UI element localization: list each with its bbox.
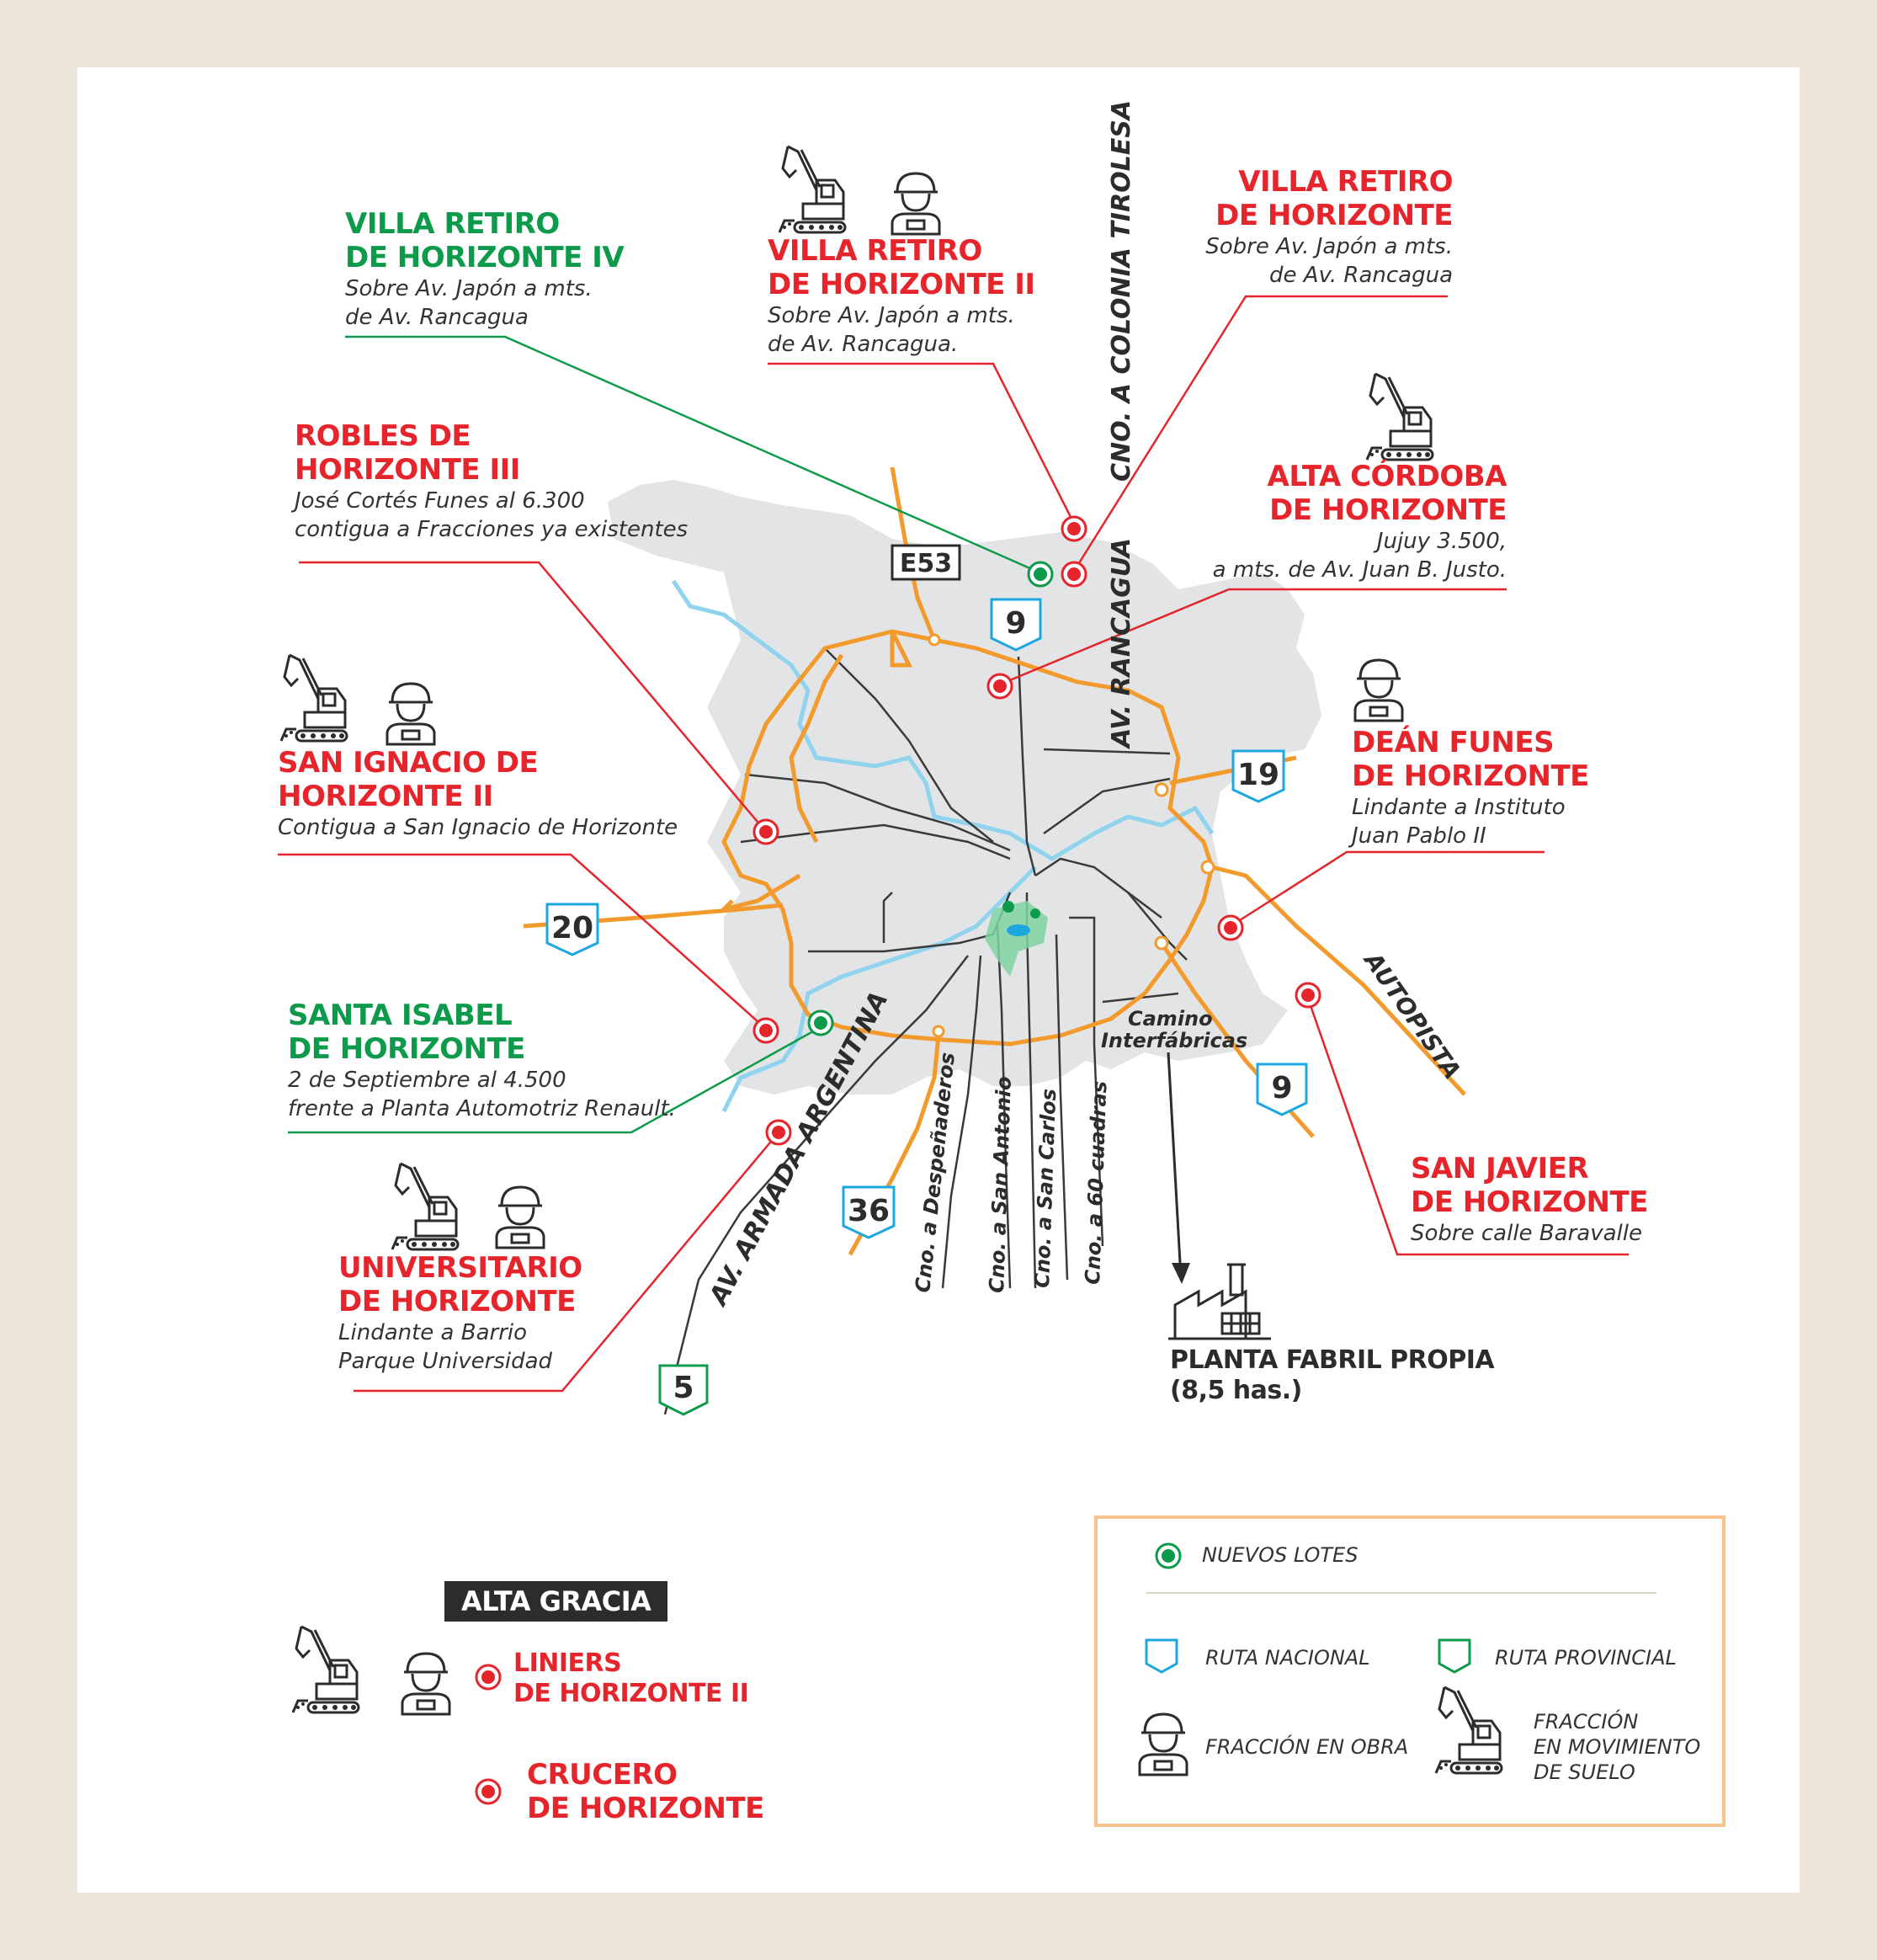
map-markers — [752, 515, 1321, 1146]
marker-green — [1027, 561, 1054, 588]
legend-provincial-shield — [1438, 1638, 1471, 1674]
svg-text:5: 5 — [673, 1371, 694, 1405]
worker-icon — [401, 1652, 451, 1716]
route-19: 19 — [1231, 749, 1285, 803]
legend-box — [1094, 1515, 1725, 1827]
label-dean-funes: DEÁN FUNES DE HORIZONTE Lindante a Insti… — [1352, 726, 1589, 849]
route-9-north: 9 — [990, 598, 1042, 652]
marker-red — [986, 673, 1013, 700]
label-villa-retiro: VILLA RETIRO DE HORIZONTE Sobre Av. Japó… — [1205, 165, 1453, 288]
svg-text:Cno. a 60 cuadras: Cno. a 60 cuadras — [1081, 1080, 1111, 1285]
river — [671, 579, 1215, 861]
svg-text:36: 36 — [848, 1194, 890, 1228]
legend-nacional-shield — [1145, 1638, 1178, 1674]
legend-ruta-nacional: RUTA NACIONAL — [1205, 1646, 1370, 1670]
svg-text:Camino: Camino — [1128, 1007, 1213, 1031]
svg-text:CNO. A COLONIA TIROLESA: CNO. A COLONIA TIROLESA — [1107, 100, 1136, 482]
legend-fraccion-obra: FRACCIÓN EN OBRA — [1205, 1735, 1409, 1759]
route-20: 20 — [545, 903, 599, 956]
river — [721, 865, 1037, 1113]
svg-text:9: 9 — [1271, 1071, 1292, 1105]
svg-text:Cno. a Despeñaderos: Cno. a Despeñaderos — [911, 1052, 960, 1294]
label-santa-isabel: SANTA ISABEL DE HORIZONTE 2 de Septiembr… — [288, 999, 676, 1121]
svg-text:E53: E53 — [900, 549, 952, 578]
svg-text:AUTOPISTA: AUTOPISTA — [1358, 945, 1466, 1084]
park — [985, 901, 1048, 977]
worker-icon — [891, 172, 941, 236]
svg-text:Interfábricas: Interfábricas — [1101, 1029, 1247, 1052]
worker-icon — [495, 1185, 545, 1249]
legend-green-marker — [1155, 1542, 1182, 1569]
route-5: 5 — [658, 1364, 709, 1416]
label-crucero: CRUCERO DE HORIZONTE — [527, 1758, 764, 1825]
marker-red — [475, 1778, 502, 1805]
marker-red — [752, 1017, 779, 1044]
worker-icon — [386, 682, 436, 746]
route-e53: E53 — [891, 544, 961, 581]
excavator-icon — [778, 145, 847, 234]
marker-red — [1061, 515, 1087, 542]
excavator-icon — [291, 1625, 360, 1714]
route-9-south: 9 — [1256, 1063, 1308, 1116]
label-villa-retiro-iv: VILLA RETIRO DE HORIZONTE IV Sobre Av. J… — [345, 207, 625, 330]
city-area — [608, 480, 1321, 1095]
alta-gracia-header: ALTA GRACIA — [444, 1581, 668, 1622]
excavator-icon — [391, 1162, 460, 1251]
factory-icon — [1168, 1263, 1271, 1340]
marker-red — [1217, 914, 1244, 941]
worker-icon — [1353, 658, 1404, 722]
label-alta-cordoba: ALTA CÓRDOBA DE HORIZONTE Jujuy 3.500, a… — [1212, 460, 1507, 583]
legend-nuevos-lotes: NUEVOS LOTES — [1202, 1543, 1359, 1567]
svg-text:19: 19 — [1237, 758, 1279, 792]
marker-red — [1295, 982, 1321, 1009]
marker-red — [475, 1664, 502, 1691]
label-liniers-ii: LINIERS DE HORIZONTE II — [513, 1648, 749, 1708]
legend-ruta-provincial: RUTA PROVINCIAL — [1495, 1646, 1677, 1670]
excavator-icon — [1365, 372, 1434, 461]
label-robles-iii: ROBLES DE HORIZONTE III José Cortés Fune… — [295, 419, 689, 542]
label-san-ignacio-ii: SAN IGNACIO DE HORIZONTE II Contigua a S… — [278, 746, 678, 840]
route-36: 36 — [842, 1185, 896, 1239]
svg-text:Cno. a San Antonio: Cno. a San Antonio — [985, 1076, 1016, 1293]
svg-text:20: 20 — [551, 911, 593, 945]
svg-text:Cno. a San Carlos: Cno. a San Carlos — [1030, 1089, 1061, 1289]
ring-road — [721, 629, 1215, 1047]
marker-green — [807, 1009, 834, 1036]
marker-red — [1061, 561, 1087, 588]
label-san-javier: SAN JAVIER DE HORIZONTE Sobre calle Bara… — [1411, 1152, 1648, 1246]
marker-red — [765, 1119, 792, 1146]
legend-fraccion-movimiento: FRACCIÓN EN MOVIMIENTO DE SUELO — [1534, 1710, 1701, 1784]
label-villa-retiro-ii: VILLA RETIRO DE HORIZONTE II Sobre Av. J… — [768, 234, 1035, 357]
label-planta-fabril: PLANTA FABRIL PROPIA (8,5 has.) — [1170, 1345, 1495, 1405]
label-universitario: UNIVERSITARIO DE HORIZONTE Lindante a Ba… — [338, 1251, 582, 1374]
svg-text:9: 9 — [1005, 606, 1026, 641]
svg-text:AV. RANCAGUA: AV. RANCAGUA — [1107, 538, 1136, 749]
excavator-icon — [279, 653, 348, 743]
marker-red — [752, 818, 779, 845]
